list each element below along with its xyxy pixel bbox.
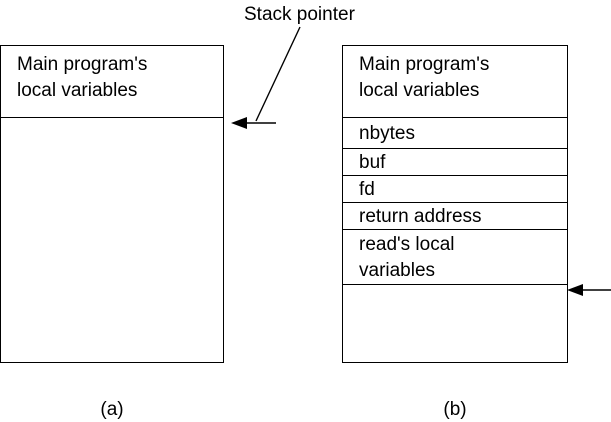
stack-b-main-locals-line1: Main program's [359,54,490,75]
caption-b: (b) [443,399,467,420]
arrow-a-head [231,117,247,129]
arrow-b-head [567,284,583,296]
stack-a-main-locals-line1: Main program's [17,54,148,75]
stack-b-fd: fd [343,176,567,203]
stack-a: Main program's local variables [0,45,224,363]
stack-b-buf: buf [343,149,567,176]
stack-b-read-locals-line1: read's local [359,234,455,255]
stack-b-nbytes: nbytes [343,118,567,149]
stack-b-main-locals: Main program's local variables [343,46,567,118]
stack-b-main-locals-line2: local variables [359,80,480,101]
stack-b-return-address: return address [343,203,567,230]
stack-b-read-locals-line2: variables [359,260,436,281]
stack-b-read-locals: read's local variables [343,230,567,285]
pointer-leader-line [255,26,301,122]
stack-b: Main program's local variables nbytes bu… [342,45,568,363]
stack-a-main-locals-line2: local variables [17,80,138,101]
stack-pointer-label: Stack pointer [244,4,355,25]
caption-a: (a) [100,399,124,420]
stack-a-main-locals: Main program's local variables [1,46,223,118]
